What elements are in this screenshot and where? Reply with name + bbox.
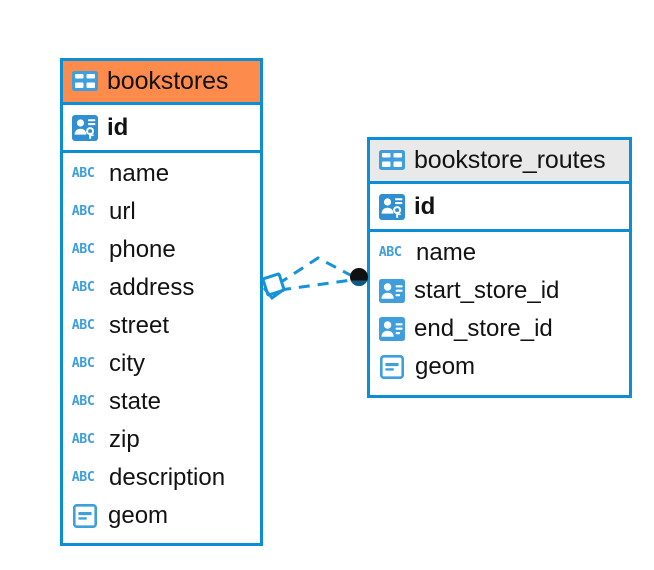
geometry-icon bbox=[380, 355, 404, 379]
field-row-phone[interactable]: ABC phone bbox=[63, 231, 260, 269]
field-label-name: name bbox=[416, 239, 477, 266]
foreign-key-icon bbox=[379, 279, 405, 303]
relationship-line-start-store-id[interactable] bbox=[277, 256, 355, 286]
abc-text-icon: ABC bbox=[71, 166, 95, 181]
diamond-marker[interactable] bbox=[261, 272, 286, 301]
field-row-id[interactable]: id bbox=[63, 105, 260, 150]
entity-header-bookstore-routes[interactable]: bookstore_routes bbox=[370, 140, 629, 184]
abc-text-icon: ABC bbox=[71, 432, 95, 447]
pk-section-bookstores: id bbox=[63, 105, 260, 153]
field-row-address[interactable]: ABC address bbox=[63, 269, 260, 307]
field-row-zip[interactable]: ABC zip bbox=[63, 421, 260, 459]
entity-title-bookstores: bookstores bbox=[107, 67, 229, 95]
field-label-state: state bbox=[109, 388, 162, 415]
abc-text-icon: ABC bbox=[71, 204, 95, 219]
field-label-id: id bbox=[107, 113, 129, 141]
table-icon bbox=[379, 150, 405, 170]
entity-bookstore-routes[interactable]: bookstore_routes id bbox=[367, 137, 632, 398]
entity-header-bookstores[interactable]: bookstores bbox=[63, 61, 260, 105]
abc-text-icon: ABC bbox=[71, 280, 95, 295]
field-label-street: street bbox=[109, 312, 170, 339]
field-label-name: name bbox=[109, 160, 170, 187]
primary-key-icon bbox=[379, 193, 405, 220]
field-row-end-store-id[interactable]: end_store_id bbox=[370, 310, 629, 348]
field-label-city: city bbox=[109, 350, 145, 377]
foreign-key-icon bbox=[379, 317, 405, 341]
field-label-zip: zip bbox=[109, 426, 140, 453]
field-row-url[interactable]: ABC url bbox=[63, 193, 260, 231]
entity-bookstores[interactable]: bookstores id bbox=[60, 58, 263, 546]
fields-section-bookstores: ABC name ABC url ABC phone ABC address A… bbox=[63, 153, 260, 541]
abc-text-icon: ABC bbox=[71, 470, 95, 485]
field-label-geom: geom bbox=[108, 502, 169, 529]
field-label-phone: phone bbox=[109, 236, 176, 263]
field-label-geom: geom bbox=[415, 353, 476, 380]
field-label-description: description bbox=[109, 464, 226, 491]
field-row-geom[interactable]: geom bbox=[370, 348, 629, 386]
abc-text-icon: ABC bbox=[71, 394, 95, 409]
field-label-address: address bbox=[109, 274, 195, 301]
field-label-id: id bbox=[414, 192, 436, 220]
abc-text-icon: ABC bbox=[71, 318, 95, 333]
field-label-url: url bbox=[109, 198, 136, 225]
primary-key-icon bbox=[72, 114, 98, 141]
filled-circle-marker[interactable] bbox=[350, 268, 368, 287]
field-row-description[interactable]: ABC description bbox=[63, 459, 260, 497]
field-row-city[interactable]: ABC city bbox=[63, 345, 260, 383]
abc-text-icon: ABC bbox=[71, 242, 95, 257]
field-row-state[interactable]: ABC state bbox=[63, 383, 260, 421]
field-row-start-store-id[interactable]: start_store_id bbox=[370, 272, 629, 310]
field-row-geom[interactable]: geom bbox=[63, 497, 260, 535]
field-row-id[interactable]: id bbox=[370, 184, 629, 229]
abc-text-icon: ABC bbox=[378, 245, 402, 260]
entity-title-bookstore-routes: bookstore_routes bbox=[414, 146, 606, 174]
field-row-name[interactable]: ABC name bbox=[370, 234, 629, 272]
field-row-street[interactable]: ABC street bbox=[63, 307, 260, 345]
field-label-end-store-id: end_store_id bbox=[414, 315, 553, 342]
field-label-start-store-id: start_store_id bbox=[414, 277, 560, 304]
pk-section-bookstore-routes: id bbox=[370, 184, 629, 232]
fields-section-bookstore-routes: ABC name start_store_id bbox=[370, 232, 629, 392]
relationship-line-end-store-id[interactable] bbox=[279, 278, 353, 292]
abc-text-icon: ABC bbox=[71, 356, 95, 371]
table-icon bbox=[72, 71, 98, 91]
geometry-icon bbox=[73, 504, 97, 528]
field-row-name[interactable]: ABC name bbox=[63, 155, 260, 193]
